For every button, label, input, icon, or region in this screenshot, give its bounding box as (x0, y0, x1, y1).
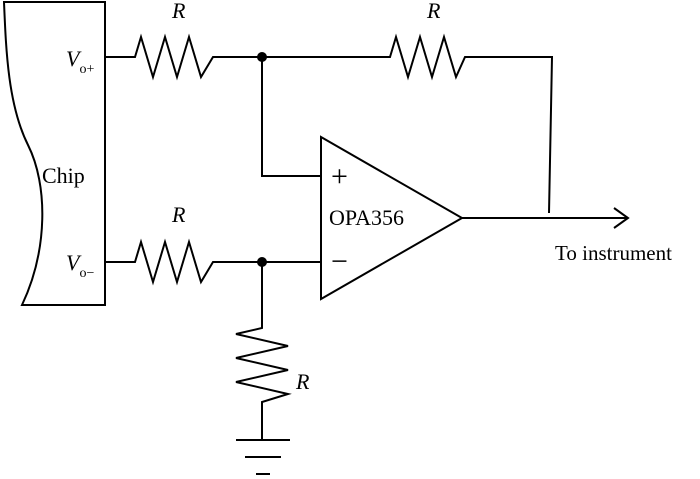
opamp-triangle (320, 135, 465, 301)
opamp-minus-sign: − (331, 245, 348, 278)
resistor-top-input-label: R (171, 0, 186, 23)
resistor-feedback-label: R (426, 0, 441, 23)
opamp-name: OPA356 (329, 205, 404, 230)
wire-top-input (105, 33, 262, 81)
pin-vo-plus-label: Vo+ (66, 46, 94, 77)
junction-top (257, 52, 267, 62)
chip-label: Chip (42, 163, 85, 188)
resistor-ground-label: R (295, 369, 310, 394)
chip-body (2, 1, 106, 306)
output-arrow-icon (613, 207, 630, 229)
pin-vo-minus-label: Vo− (66, 250, 94, 281)
resistor-bottom-input-label: R (171, 202, 186, 227)
wire-to-plus-input (261, 57, 321, 177)
wire-ground-resistor (235, 262, 292, 440)
opamp-plus-sign: + (331, 160, 348, 193)
wire-feedback (262, 33, 554, 214)
ground-icon (236, 439, 290, 475)
output-label: To instrument (555, 241, 672, 265)
wire-bottom-input (105, 238, 321, 286)
